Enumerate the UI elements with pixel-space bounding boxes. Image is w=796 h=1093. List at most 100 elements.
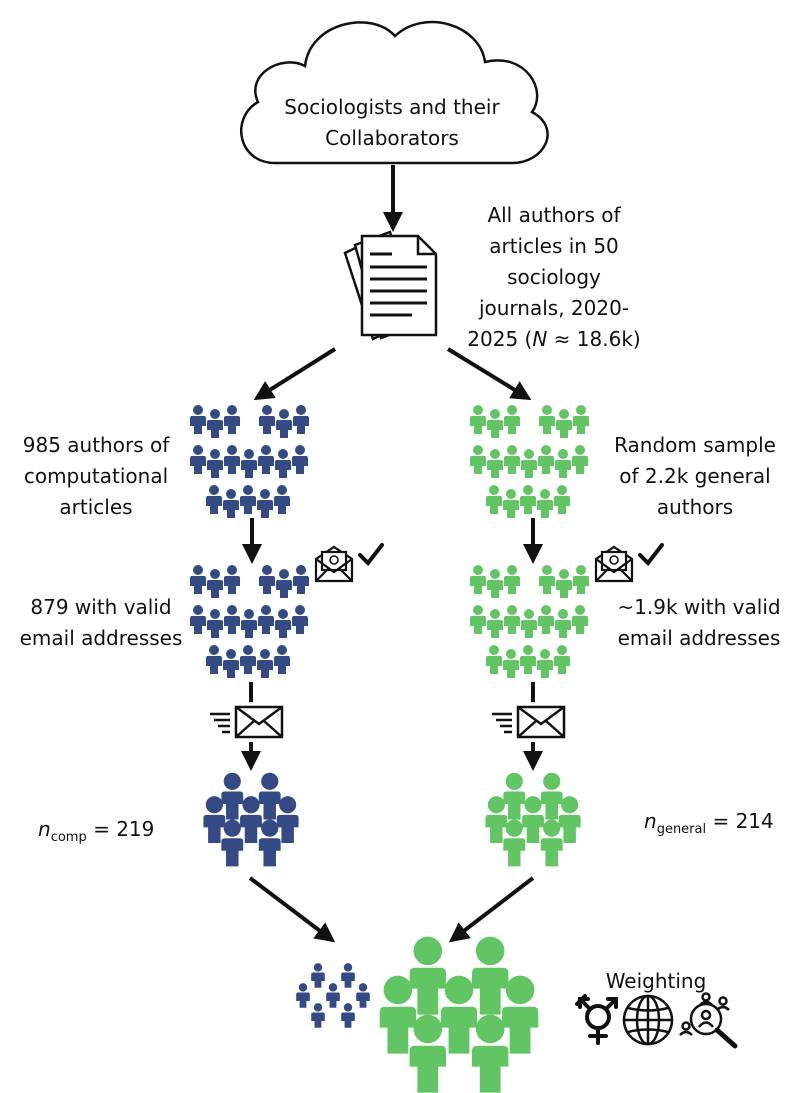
globe-icon: [622, 994, 674, 1046]
person-icon: [503, 649, 519, 678]
weighting-label: Weighting: [605, 969, 707, 993]
person-icon: [539, 565, 555, 594]
person-icon: [573, 405, 589, 434]
person-icon: [504, 605, 520, 634]
general-authors-crowd: [470, 405, 589, 518]
person-icon: [257, 649, 273, 678]
person-icon: [296, 983, 310, 1008]
person-icon: [486, 645, 502, 674]
merged-computational-group: [296, 963, 370, 1028]
merged-general-group: [379, 936, 539, 1093]
person-icon: [206, 485, 222, 514]
person-icon: [521, 449, 537, 478]
person-icon: [356, 983, 370, 1008]
person-icon: [538, 445, 554, 474]
person-icon: [258, 445, 274, 474]
send-mail-icon: [210, 705, 284, 739]
person-icon: [258, 772, 281, 820]
person-icon: [341, 963, 355, 988]
email-check-icon: [314, 543, 384, 583]
person-icon: [470, 605, 486, 634]
person-icon: [554, 485, 570, 514]
cloud-icon: [240, 20, 549, 165]
person-icon: [472, 1014, 509, 1093]
person-icon: [558, 796, 581, 843]
person-icon: [341, 1003, 355, 1028]
person-icon: [274, 645, 290, 674]
person-icon: [572, 605, 588, 634]
email-check-icon: [594, 543, 664, 583]
person-icon: [190, 565, 206, 594]
person-icon: [221, 819, 244, 867]
person-icon: [472, 936, 509, 1015]
person-icon: [409, 936, 446, 1015]
person-icon: [207, 409, 223, 438]
person-icon: [503, 819, 526, 867]
person-icon: [520, 645, 536, 674]
person-icon: [259, 405, 275, 434]
person-icon: [240, 796, 262, 843]
person-icon: [223, 489, 239, 518]
person-icon: [224, 605, 240, 634]
send-mail-icon: [492, 705, 566, 739]
person-icon: [203, 796, 226, 843]
person-icon: [274, 485, 290, 514]
person-icon: [556, 409, 572, 438]
computational-valid-email-crowd: [190, 565, 309, 678]
person-icon: [190, 405, 206, 434]
person-icon: [207, 449, 223, 478]
person-icon: [539, 405, 555, 434]
person-icon: [275, 449, 291, 478]
person-icon: [470, 405, 486, 434]
person-icon: [487, 409, 503, 438]
person-icon: [292, 445, 308, 474]
person-icon: [470, 565, 486, 594]
person-icon: [311, 963, 325, 988]
person-icon: [485, 796, 508, 843]
person-icon: [240, 645, 256, 674]
search-people-icon: [679, 992, 738, 1049]
person-icon: [556, 569, 572, 598]
person-icon: [487, 569, 503, 598]
general-respondents-group: [485, 772, 581, 867]
person-icon: [503, 489, 519, 518]
gender-symbol-icon: [575, 994, 618, 1045]
arrow-gen-to-merged: [448, 876, 535, 943]
arrow-documents-to-general: [446, 347, 532, 401]
general-n-label: ngeneral = 214: [644, 809, 774, 837]
person-icon: [258, 819, 281, 867]
person-icon: [504, 565, 520, 594]
general-valid-email-crowd: [470, 565, 589, 678]
person-icon: [554, 645, 570, 674]
person-icon: [538, 605, 554, 634]
person-icon: [540, 819, 563, 867]
person-icon: [503, 772, 526, 820]
person-icon: [501, 975, 539, 1054]
person-icon: [573, 565, 589, 594]
person-icon: [293, 565, 309, 594]
person-icon: [555, 609, 571, 638]
person-icon: [522, 796, 544, 843]
arrow-documents-to-computational: [253, 347, 337, 401]
person-icon: [221, 772, 244, 820]
person-icon: [504, 445, 520, 474]
computational-authors-crowd: [190, 405, 309, 518]
person-icon: [440, 975, 478, 1054]
person-icon: [223, 649, 239, 678]
person-icon: [241, 609, 257, 638]
person-icon: [540, 772, 563, 820]
person-icon: [470, 445, 486, 474]
person-icon: [487, 609, 503, 638]
person-icon: [258, 605, 274, 634]
person-icon: [521, 609, 537, 638]
person-icon: [409, 1014, 446, 1093]
person-icon: [190, 445, 206, 474]
person-icon: [293, 405, 309, 434]
